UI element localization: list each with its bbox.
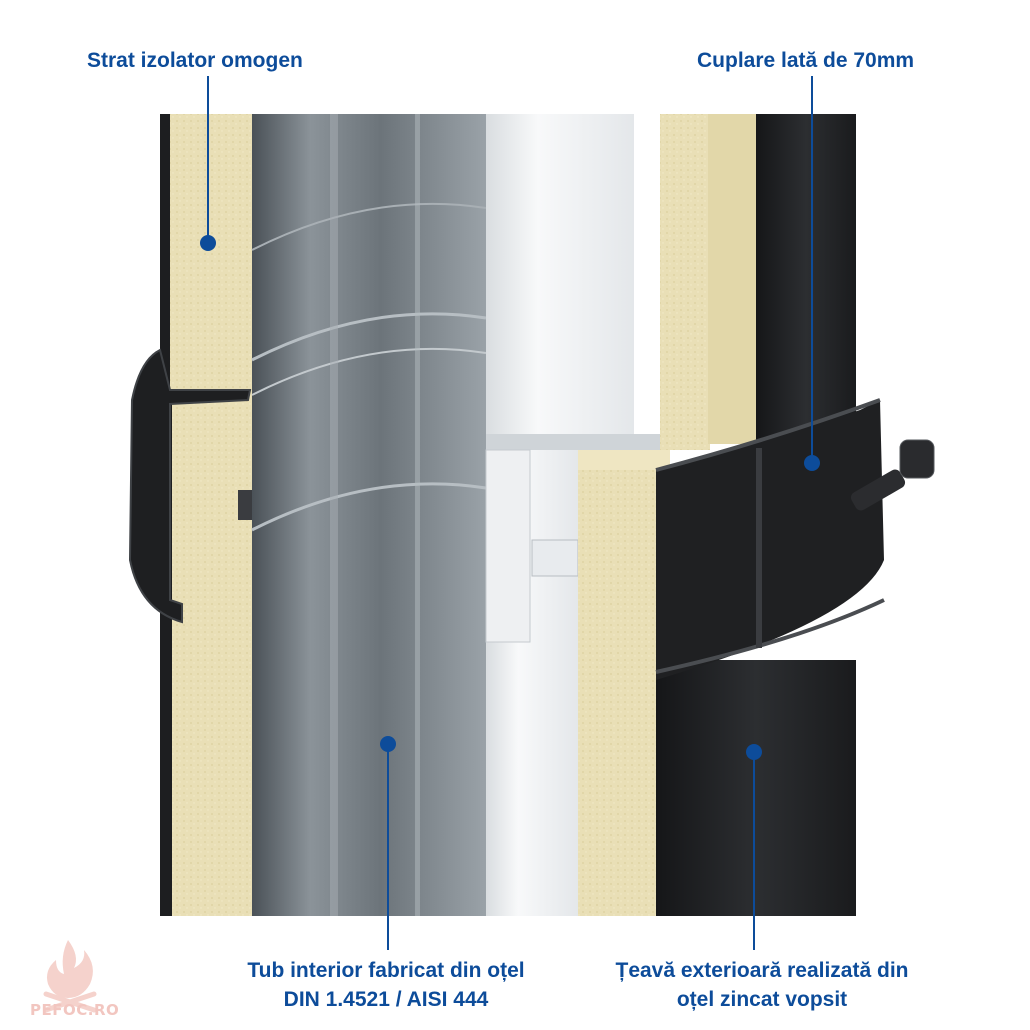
coupling-band-edge — [655, 398, 881, 472]
clamp-bolt — [850, 469, 906, 511]
coupling-clip — [238, 490, 252, 520]
insulation-right-lower — [578, 450, 658, 916]
callout-outer-pipe-line2: oțel zincat vopsit — [676, 988, 848, 1011]
callout-inner-tube: Tub interior fabricat din oțel DIN 1.452… — [200, 956, 572, 1014]
pefoc-logo-watermark — [43, 940, 97, 1013]
coupling-band-right — [656, 400, 884, 680]
inner-pipe-ring — [251, 347, 487, 396]
outer-pipe-right-lower — [656, 660, 856, 916]
insulation-right-upper — [660, 114, 710, 450]
inner-pipe-interior — [486, 114, 634, 434]
leader-dot-insulation — [200, 235, 216, 251]
leader-dot-coupling — [804, 455, 820, 471]
insulation-right-cutface — [708, 114, 758, 444]
callout-coupling-band: Cuplare lată de 70mm — [697, 49, 915, 72]
inner-pipe-highlight — [330, 114, 338, 916]
inner-pipe-ring — [251, 482, 487, 532]
callout-inner-tube-line1: Tub interior fabricat din oțel — [247, 959, 525, 982]
callout-insulation-layer: Strat izolator omogen — [87, 49, 303, 72]
coupling-band-edge — [655, 598, 885, 674]
socket-joint — [486, 434, 662, 450]
inner-pipe-ring — [251, 202, 487, 251]
coupling-band-seam — [756, 448, 762, 648]
inner-pipe-ring — [251, 312, 487, 362]
inner-pipe-highlight — [415, 114, 420, 916]
watermark-text: PEFOC.RO — [30, 1001, 120, 1019]
outer-pipe-right — [756, 114, 856, 454]
insulation-left-upper — [170, 114, 252, 404]
socket-tab — [531, 539, 579, 577]
coupling-band-left — [128, 348, 252, 624]
insulation-left-lower — [172, 404, 252, 916]
clamp-nut — [899, 439, 935, 479]
socket-sleeve — [485, 449, 531, 643]
inner-steel-pipe — [252, 114, 486, 916]
callout-inner-tube-line2: DIN 1.4521 / AISI 444 — [283, 988, 489, 1011]
insulation-right-top — [578, 450, 670, 470]
leader-dot-inner-tube — [380, 736, 396, 752]
leader-dot-outer-pipe — [746, 744, 762, 760]
callout-outer-pipe-line1: Țeavă exterioară realizată din — [615, 959, 909, 982]
callout-outer-pipe: Țeavă exterioară realizată din oțel zinc… — [566, 956, 958, 1014]
